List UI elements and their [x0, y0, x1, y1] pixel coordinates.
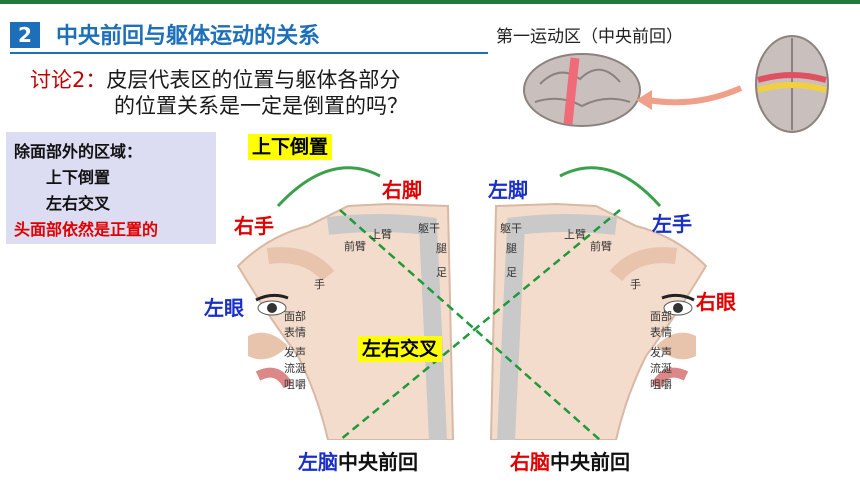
- cortex-right-chew: 咀嚼: [650, 378, 672, 391]
- cortex-left-chew: 咀嚼: [284, 378, 306, 391]
- cortex-right-face: 面部: [650, 310, 672, 323]
- cortex-right-forearm: 前臂: [590, 240, 612, 253]
- cortex-right-upper-arm: 上臂: [564, 228, 586, 241]
- cortex-left-leg: 腿: [436, 242, 447, 255]
- cortex-right-leg: 腿: [506, 242, 517, 255]
- question-line-1: 讨论2：皮层代表区的位置与躯体各部分: [30, 64, 400, 94]
- summary-line-1: 除面部外的区域：: [14, 142, 143, 161]
- question-text-1: 皮层代表区的位置与躯体各部分: [106, 68, 401, 92]
- left-hand-label: 左手: [652, 212, 692, 236]
- cortex-right-trunk: 躯干: [500, 222, 522, 235]
- cortex-right-hand: 手: [630, 278, 641, 291]
- right-cortex-illustration: [489, 202, 708, 440]
- cross-line-2: [339, 209, 621, 441]
- summary-line-3: 左右交叉: [46, 194, 111, 213]
- left-brain-label: 左脑中央前回: [298, 446, 418, 475]
- left-eye-label: 左眼: [204, 296, 244, 320]
- cortex-right-foot: 足: [506, 266, 517, 279]
- cortex-left-upper-arm: 上臂: [370, 228, 392, 241]
- upside-down-arc-left: [276, 166, 381, 208]
- right-hand-label: 右手: [234, 214, 274, 238]
- cross-line-1: [339, 209, 601, 441]
- right-brain-label: 右脑中央前回: [510, 446, 630, 475]
- left-brain-rest: 中央前回: [338, 450, 418, 474]
- brain-side-view-illustration: [523, 53, 641, 127]
- upside-down-arc-right: [559, 166, 662, 207]
- top-accent-bar: [0, 0, 860, 4]
- right-eye-label: 右眼: [696, 290, 736, 314]
- left-brain-side: 左脑: [298, 450, 338, 474]
- brain-caption: 第一运动区（中央前回）: [496, 27, 683, 47]
- arrow-illustration: [636, 85, 743, 110]
- section-number-badge: 2: [10, 22, 40, 48]
- question-prefix: 讨论2：: [30, 68, 107, 92]
- cortex-left-vocal: 发声: [284, 346, 306, 359]
- cortex-right-drool: 流涎: [650, 362, 672, 375]
- page-title: 中央前回与躯体运动的关系: [56, 24, 321, 49]
- cortex-left-forearm: 前臂: [344, 240, 366, 253]
- left-eye-icon: [255, 293, 289, 316]
- right-brain-side: 右脑: [510, 450, 550, 474]
- title-divider: [10, 52, 488, 54]
- right-brain-rest: 中央前回: [550, 450, 630, 474]
- cortex-right-expression: 表情: [650, 326, 672, 339]
- brain-top-view-illustration: [755, 35, 829, 133]
- cortex-left-foot: 足: [436, 266, 447, 279]
- cortex-left-trunk: 躯干: [418, 222, 440, 235]
- cortex-left-hand: 手: [314, 278, 325, 291]
- cortex-left-drool: 流涎: [284, 362, 306, 375]
- question-line-2: 的位置关系是一定是倒置的吗？: [114, 94, 408, 118]
- cortex-left-expression: 表情: [284, 326, 306, 339]
- summary-line-4: 头面部依然是正置的: [14, 220, 159, 239]
- summary-line-2: 上下倒置: [46, 168, 111, 187]
- cortex-left-face: 面部: [284, 310, 306, 323]
- upside-down-label: 上下倒置: [248, 134, 333, 160]
- right-foot-label: 右脚: [382, 178, 422, 202]
- cortex-right-vocal: 发声: [650, 346, 672, 359]
- crossing-label: 左右交叉: [358, 336, 443, 362]
- right-eye-icon: [661, 293, 695, 316]
- left-foot-label: 左脚: [488, 178, 528, 202]
- summary-panel: 除面部外的区域： 上下倒置 左右交叉 头面部依然是正置的: [6, 132, 216, 244]
